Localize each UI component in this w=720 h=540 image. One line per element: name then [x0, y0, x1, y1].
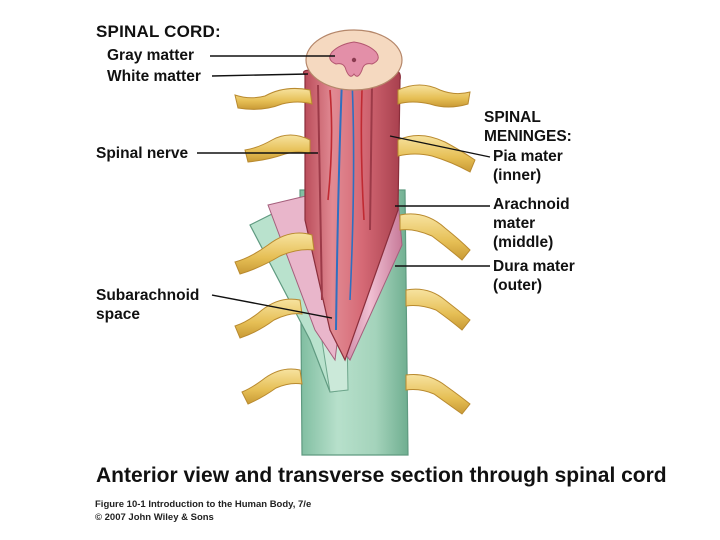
meninges-line-2: MENINGES:: [484, 128, 572, 145]
pia-line-2: (inner): [493, 167, 542, 184]
arachnoid-line-1: Arachnoid: [493, 196, 570, 213]
transverse-section: [305, 29, 403, 91]
subarachnoid-line-2: space: [96, 306, 140, 323]
subarachnoid-space-label: Subarachnoid space: [96, 286, 199, 324]
subarachnoid-line-1: Subarachnoid: [96, 287, 200, 304]
pia-mater-cord: [302, 69, 401, 362]
arachnoid-mater-label: Arachnoid mater (middle): [493, 195, 570, 252]
pia-line-1: Pia mater: [493, 148, 563, 165]
pia-mater-label: Pia mater (inner): [493, 147, 563, 185]
spinal-nerve-label: Spinal nerve: [96, 145, 189, 162]
dura-mater-label: Dura mater (outer): [493, 257, 575, 295]
figure-credit-title: Figure 10-1 Introduction to the Human Bo…: [95, 499, 312, 510]
arachnoid-line-3: (middle): [493, 234, 554, 251]
gray-matter-label: Gray matter: [107, 47, 195, 64]
dura-line-1: Dura mater: [493, 258, 575, 275]
dura-line-2: (outer): [493, 277, 543, 294]
arachnoid-line-2: mater: [493, 215, 536, 232]
leader-lines: [197, 55, 491, 319]
meninges-line-1: SPINAL: [484, 109, 541, 126]
spinal-meninges-heading: SPINAL MENINGES:: [484, 108, 572, 146]
spinal-cord-heading: SPINAL CORD:: [96, 22, 221, 41]
figure-caption: Anterior view and transverse section thr…: [96, 464, 667, 487]
figure-credit-copyright: © 2007 John Wiley & Sons: [95, 512, 214, 523]
white-matter-label: White matter: [107, 68, 201, 85]
